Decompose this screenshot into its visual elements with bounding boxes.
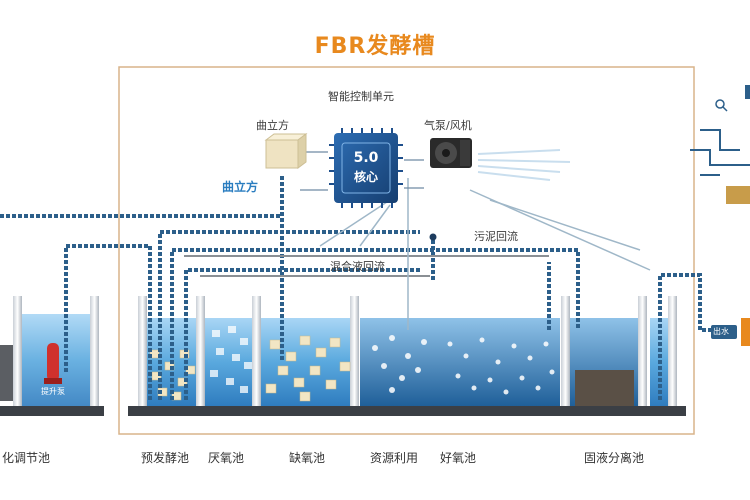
- tank-label-anoxic: 缺氧池: [289, 451, 326, 465]
- tank-label-separation: 固液分离池: [584, 451, 645, 465]
- chip-value: 5.0: [353, 150, 379, 166]
- tank-base: [128, 406, 686, 416]
- database-icon: [745, 85, 750, 99]
- mix-return-label: 混合液回流: [330, 260, 385, 273]
- fbr-frame: [118, 66, 695, 435]
- monitor-box: [726, 186, 750, 204]
- pipes: [0, 176, 713, 400]
- control-chip: [329, 128, 403, 208]
- tank-label-aerobic: 好氧池: [440, 451, 477, 465]
- cube-icon: [264, 133, 308, 169]
- right-network-icons: [690, 129, 750, 176]
- return-pipes: [184, 255, 549, 277]
- tank-label-regulating: 化调节池: [2, 451, 51, 465]
- regulating-tank-water: [22, 314, 98, 406]
- fan-icon: [430, 138, 472, 168]
- left-box: [0, 345, 14, 401]
- outlet-label: 出水: [713, 327, 729, 336]
- chip-caption: 核心: [353, 170, 378, 184]
- aerobic-water: [360, 318, 560, 406]
- left-tank-base: [0, 406, 104, 416]
- outlet-tag: [711, 325, 737, 339]
- lift-pump-icon: [44, 343, 62, 384]
- signal-streaks: [477, 149, 571, 181]
- media-cubes: [149, 335, 351, 402]
- page-title: FBR发酵槽: [314, 34, 436, 59]
- control-unit-label: 智能控制单元: [328, 90, 394, 103]
- sludge-hopper: [575, 370, 634, 406]
- air-lines: [319, 178, 651, 330]
- tank-label-anaerobic: 厌氧池: [208, 451, 245, 465]
- anaerobic-media: [210, 326, 252, 393]
- cube-label: 曲立方: [256, 119, 289, 132]
- lift-pump-label: 提升泵: [41, 387, 65, 396]
- cube-label-blue: 曲立方: [222, 180, 259, 194]
- tank-label-prefermentation: 预发酵池: [141, 451, 190, 465]
- search-icon: [715, 99, 728, 112]
- tank-label-resource: 资源利用: [370, 451, 419, 465]
- pipe-joint: [429, 233, 437, 241]
- sludge-return-label: 污泥回流: [474, 230, 518, 243]
- fan-label: 气泵/风机: [424, 119, 472, 132]
- aeration-bubbles: [372, 335, 555, 395]
- outlet-box: [741, 318, 750, 346]
